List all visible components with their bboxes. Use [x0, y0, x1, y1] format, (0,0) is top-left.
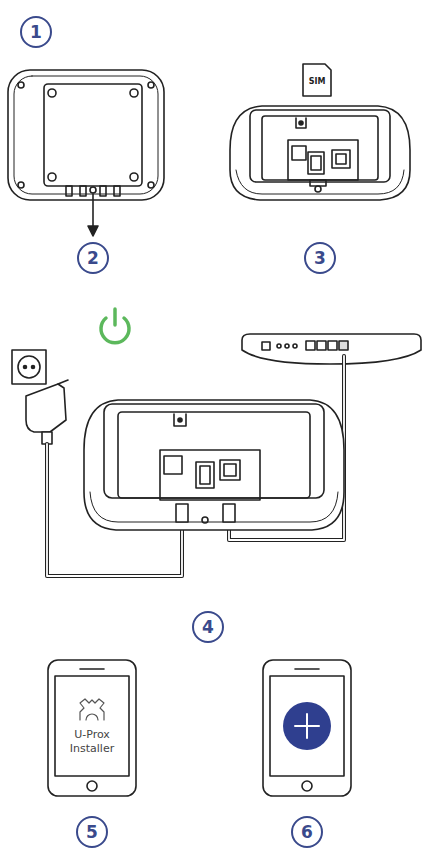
callout-number: 6 — [301, 824, 313, 841]
router — [242, 334, 421, 364]
sim-label: SIM — [304, 77, 330, 87]
app-name: U-Prox Installer — [56, 728, 128, 756]
callout-circle: 1 — [20, 16, 52, 48]
power-socket — [12, 350, 46, 384]
power-adapter — [26, 380, 68, 444]
callout-number: 4 — [202, 619, 214, 636]
device-back — [8, 70, 164, 200]
device-open — [230, 106, 410, 200]
callout-number: 3 — [314, 250, 326, 267]
callout-circle: 4 — [192, 611, 224, 643]
phone-installer — [48, 660, 136, 796]
phone-add — [263, 660, 351, 796]
callout-number: 2 — [87, 250, 99, 267]
callout-number: 5 — [86, 824, 98, 841]
power-symbol — [101, 309, 129, 343]
remove-arrow — [88, 194, 98, 236]
callout-circle: 5 — [76, 816, 108, 848]
sim-card — [303, 64, 331, 96]
callout-circle: 6 — [291, 816, 323, 848]
callout-circle: 3 — [304, 242, 336, 274]
callout-number: 1 — [30, 24, 42, 41]
device-connected — [84, 400, 344, 530]
callout-circle: 2 — [77, 242, 109, 274]
